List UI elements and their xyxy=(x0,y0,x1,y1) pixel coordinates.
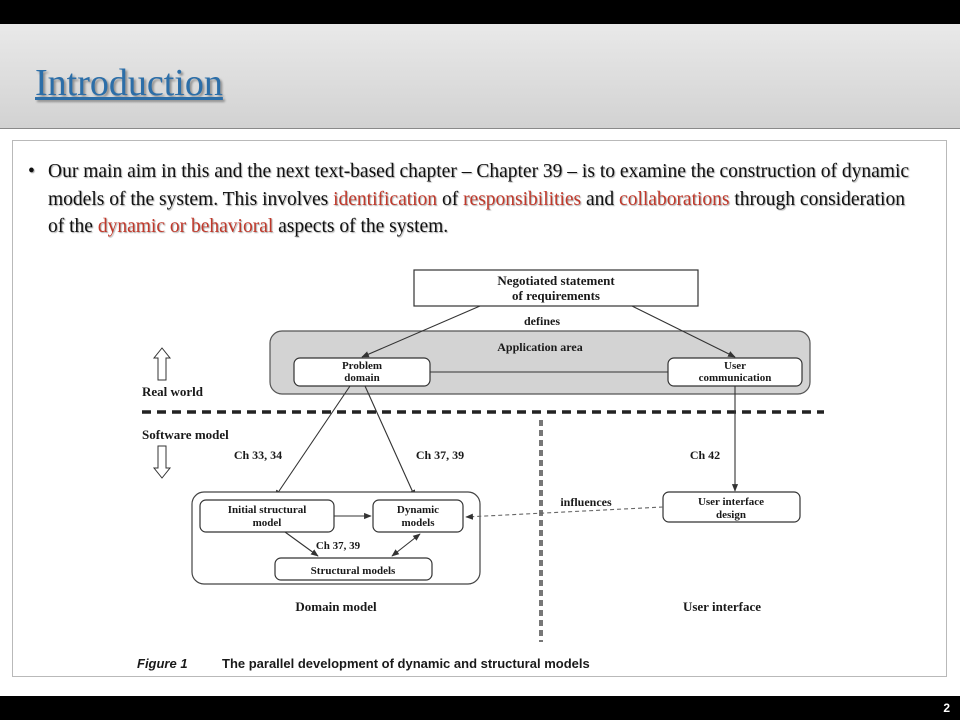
highlighted-term: collaborations xyxy=(619,188,730,210)
figure-label: Figure 1 xyxy=(137,656,188,671)
ch-42-label: Ch 42 xyxy=(690,448,720,462)
bullet-text-run: aspects of the system. xyxy=(273,216,449,237)
slide-title: Introduction xyxy=(35,62,223,104)
top-bar xyxy=(0,0,960,24)
problem-domain-label-1: Problem xyxy=(342,360,382,372)
ch-37-39-lower-label: Ch 37, 39 xyxy=(316,540,361,552)
user-communication-label-2: communication xyxy=(699,372,772,384)
bullet-text-run: and xyxy=(581,188,620,210)
structural-models-label: Structural models xyxy=(311,565,396,577)
ch-33-34-label: Ch 33, 34 xyxy=(234,448,282,462)
influences-arrow xyxy=(465,506,664,520)
software-model-label: Software model xyxy=(142,427,229,442)
dynamic-models-label-2: models xyxy=(402,517,436,529)
ui-design-label-1: User interface xyxy=(698,496,764,508)
initial-to-structural-arrow xyxy=(284,531,319,557)
bullet-text-run: of xyxy=(437,188,464,210)
bottom-bar xyxy=(0,696,960,720)
application-area-label: Application area xyxy=(497,340,582,354)
highlighted-term: identification xyxy=(333,188,438,210)
problem-domain-label-2: domain xyxy=(344,372,379,384)
arrow-to-dynamic-models xyxy=(364,385,416,498)
user-interface-label: User interface xyxy=(683,599,761,614)
dynamic-models-label-1: Dynamic xyxy=(397,504,439,516)
software-model-down-arrow-icon xyxy=(152,445,172,479)
bullet-text-run: Our main aim in this and the next text-b… xyxy=(48,161,910,210)
defines-arrow-right xyxy=(631,305,736,358)
highlighted-term: dynamic or behavioral xyxy=(97,216,274,237)
requirements-label-2: of requirements xyxy=(512,288,600,303)
ui-design-label-2: design xyxy=(716,509,746,521)
user-communication-label-1: User xyxy=(724,360,746,372)
page-number: 2 xyxy=(943,701,950,715)
figure-caption: The parallel development of dynamic and … xyxy=(222,656,590,671)
dynamic-models-box xyxy=(372,499,464,533)
ch-37-39-upper-label: Ch 37, 39 xyxy=(416,448,464,462)
highlighted-term: responsibilities xyxy=(463,188,582,210)
defines-arrow-left xyxy=(361,305,481,358)
initial-structural-label-2: model xyxy=(253,517,282,529)
real-world-up-arrow-icon xyxy=(152,347,172,381)
dynamic-structural-arrow xyxy=(391,533,421,557)
content-frame xyxy=(12,140,947,677)
bullet-text-run: through consideration of the xyxy=(48,188,905,238)
requirements-label-1: Negotiated statement xyxy=(497,273,615,288)
bullet-paragraph: • Our main aim in this and the next text… xyxy=(28,158,918,241)
requirements-box xyxy=(413,269,699,307)
real-world-label: Real world xyxy=(142,384,204,399)
arrow-to-initial-structural xyxy=(274,385,351,498)
bullet-text: Our main aim in this and the next text-b… xyxy=(48,161,909,237)
domain-model-label: Domain model xyxy=(295,599,377,614)
bullet-dot: • xyxy=(28,161,35,182)
initial-structural-label-1: Initial structural xyxy=(228,504,307,516)
structural-models-box xyxy=(274,557,433,581)
defines-label: defines xyxy=(524,314,560,328)
influences-label: influences xyxy=(560,495,612,509)
title-bar xyxy=(0,24,960,129)
